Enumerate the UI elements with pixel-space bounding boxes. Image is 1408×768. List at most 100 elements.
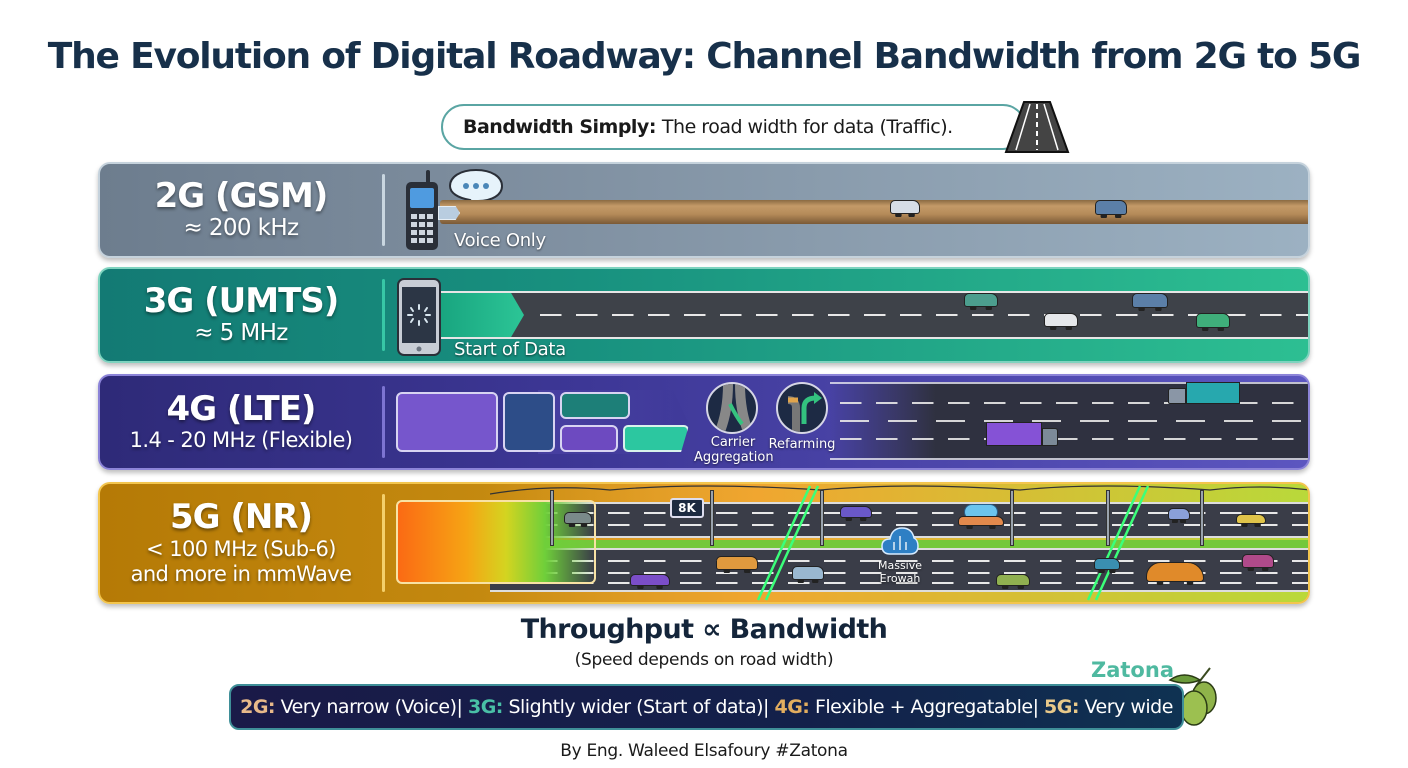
car (996, 574, 1030, 589)
feature-phone-icon (406, 170, 438, 250)
band-5g: 5G (NR) < 100 MHz (Sub-6) and more in mm… (98, 482, 1310, 604)
lane-markings (500, 572, 1308, 574)
utility-pole (710, 490, 714, 546)
divider (382, 279, 385, 351)
merging-lanes-icon[interactable] (706, 382, 758, 434)
cloud-network-icon (881, 527, 919, 555)
lane-markings (840, 438, 1308, 440)
wide-spectrum-gradient (396, 500, 596, 584)
spectrum-block-small (560, 392, 630, 419)
bandwidth-value: < 100 MHz (Sub-6) (146, 536, 336, 561)
brand-name: Zatona (1091, 658, 1174, 682)
band-3g-caption: Start of Data (454, 339, 566, 360)
bandwidth-value: ≈ 200 kHz (183, 214, 299, 241)
band-4g-visual: Carrier Aggregation Refarming (390, 376, 1308, 468)
car (792, 566, 824, 583)
generation-name: 3G (UMTS) (143, 280, 340, 321)
data-lane-arrow (438, 293, 524, 337)
8k-badge: 8K (670, 498, 704, 518)
divider (382, 386, 385, 458)
summary-separator: | (456, 696, 463, 718)
car (1095, 200, 1127, 218)
lane-markings (500, 582, 1308, 584)
mmwave-beam (1086, 485, 1150, 601)
carrier-aggregation-label: Carrier Aggregation (694, 435, 774, 465)
band-5g-visual: 8K Massive Erowah (390, 484, 1308, 602)
utility-pole (1106, 490, 1110, 546)
band-2g: 2G (GSM) ≈ 200 kHz Voice Only (98, 162, 1310, 258)
utility-pole (550, 490, 554, 546)
summary-item-2g: 2G: Very narrow (Voice) (240, 696, 457, 718)
band-4g: 4G (LTE) 1.4 - 20 MHz (Flexible) Carrier… (98, 374, 1310, 470)
car (716, 556, 758, 573)
summary-bar: 2G: Very narrow (Voice) | 3G: Slightly w… (229, 684, 1184, 730)
car (890, 200, 920, 217)
car (1236, 514, 1266, 527)
band-3g-visual: Start of Data (390, 269, 1308, 361)
lane-markings (500, 524, 1308, 526)
band-2g-visual: Voice Only (390, 164, 1308, 256)
band-3g: 3G (UMTS) ≈ 5 MHz Start of Data (98, 267, 1310, 363)
definition-text: The road width for data (Traffic). (661, 116, 953, 138)
page-title: The Evolution of Digital Roadway: Channe… (47, 36, 1362, 77)
car (964, 293, 998, 310)
lane-markings (840, 402, 1308, 404)
car (564, 512, 592, 527)
definition-pill: Bandwidth Simply: The road width for dat… (441, 104, 1026, 150)
massive-feature-label: Massive Erowah (877, 559, 923, 585)
car (840, 506, 872, 521)
mmwave-beam (756, 485, 820, 601)
lane-markings (540, 314, 1308, 316)
narrow-lane-arrow (438, 206, 460, 220)
spectrum-block-medium (503, 392, 555, 452)
bandwidth-value: ≈ 5 MHz (194, 319, 288, 346)
car (1094, 558, 1120, 573)
divider (382, 494, 385, 592)
generation-name: 4G (LTE) (166, 388, 317, 429)
summary-item-5g: 5G: Very wide (1044, 696, 1173, 718)
band-3g-label: 3G (UMTS) ≈ 5 MHz (100, 269, 382, 361)
utility-pole (1200, 490, 1204, 546)
car (1146, 562, 1204, 585)
car (1132, 293, 1168, 311)
divider (382, 174, 385, 246)
dirt-road (440, 200, 1308, 224)
car (1242, 554, 1274, 571)
bandwidth-value-extra: and more in mmWave (130, 561, 352, 586)
formula-title: Throughput ∝ Bandwidth (520, 614, 888, 645)
summary-separator: | (763, 696, 769, 718)
road-icon (1004, 101, 1070, 153)
generation-name: 2G (GSM) (154, 175, 329, 216)
band-2g-caption: Voice Only (454, 230, 546, 251)
cloud-car (958, 504, 1004, 529)
summary-separator: | (1032, 696, 1039, 718)
formula-subtitle: (Speed depends on road width) (574, 650, 834, 670)
definition-label: Bandwidth Simply: (463, 116, 656, 138)
smartphone-loading-icon (397, 278, 441, 356)
author-credit: By Eng. Waleed Elsafoury #Zatona (560, 741, 848, 761)
spectrum-block-small (560, 425, 618, 452)
lane-markings (500, 512, 1308, 514)
lane-markings (840, 420, 1308, 422)
summary-item-4g: 4G: Flexible + Aggregatable (774, 696, 1033, 718)
band-2g-label: 2G (GSM) ≈ 200 kHz (100, 164, 382, 256)
band-4g-label: 4G (LTE) 1.4 - 20 MHz (Flexible) (100, 376, 382, 468)
power-lines (490, 485, 1308, 495)
car (1044, 313, 1078, 330)
band-5g-label: 5G (NR) < 100 MHz (Sub-6) and more in mm… (100, 484, 382, 602)
spectrum-block-wide (396, 392, 498, 452)
truck (986, 422, 1058, 448)
truck (1168, 382, 1240, 406)
car (630, 574, 670, 589)
lane-redirect-icon[interactable] (776, 382, 828, 434)
bandwidth-value: 1.4 - 20 MHz (Flexible) (129, 428, 353, 453)
lane-markings (500, 560, 1308, 562)
speech-bubble-icon (448, 168, 504, 208)
utility-pole (820, 490, 824, 546)
car (1196, 313, 1230, 331)
utility-pole (1010, 490, 1014, 546)
spectrum-block-aggregated (623, 425, 689, 452)
summary-item-3g: 3G: Slightly wider (Start of data) (467, 696, 764, 718)
olive-icon (1166, 667, 1217, 726)
car (1168, 508, 1190, 523)
